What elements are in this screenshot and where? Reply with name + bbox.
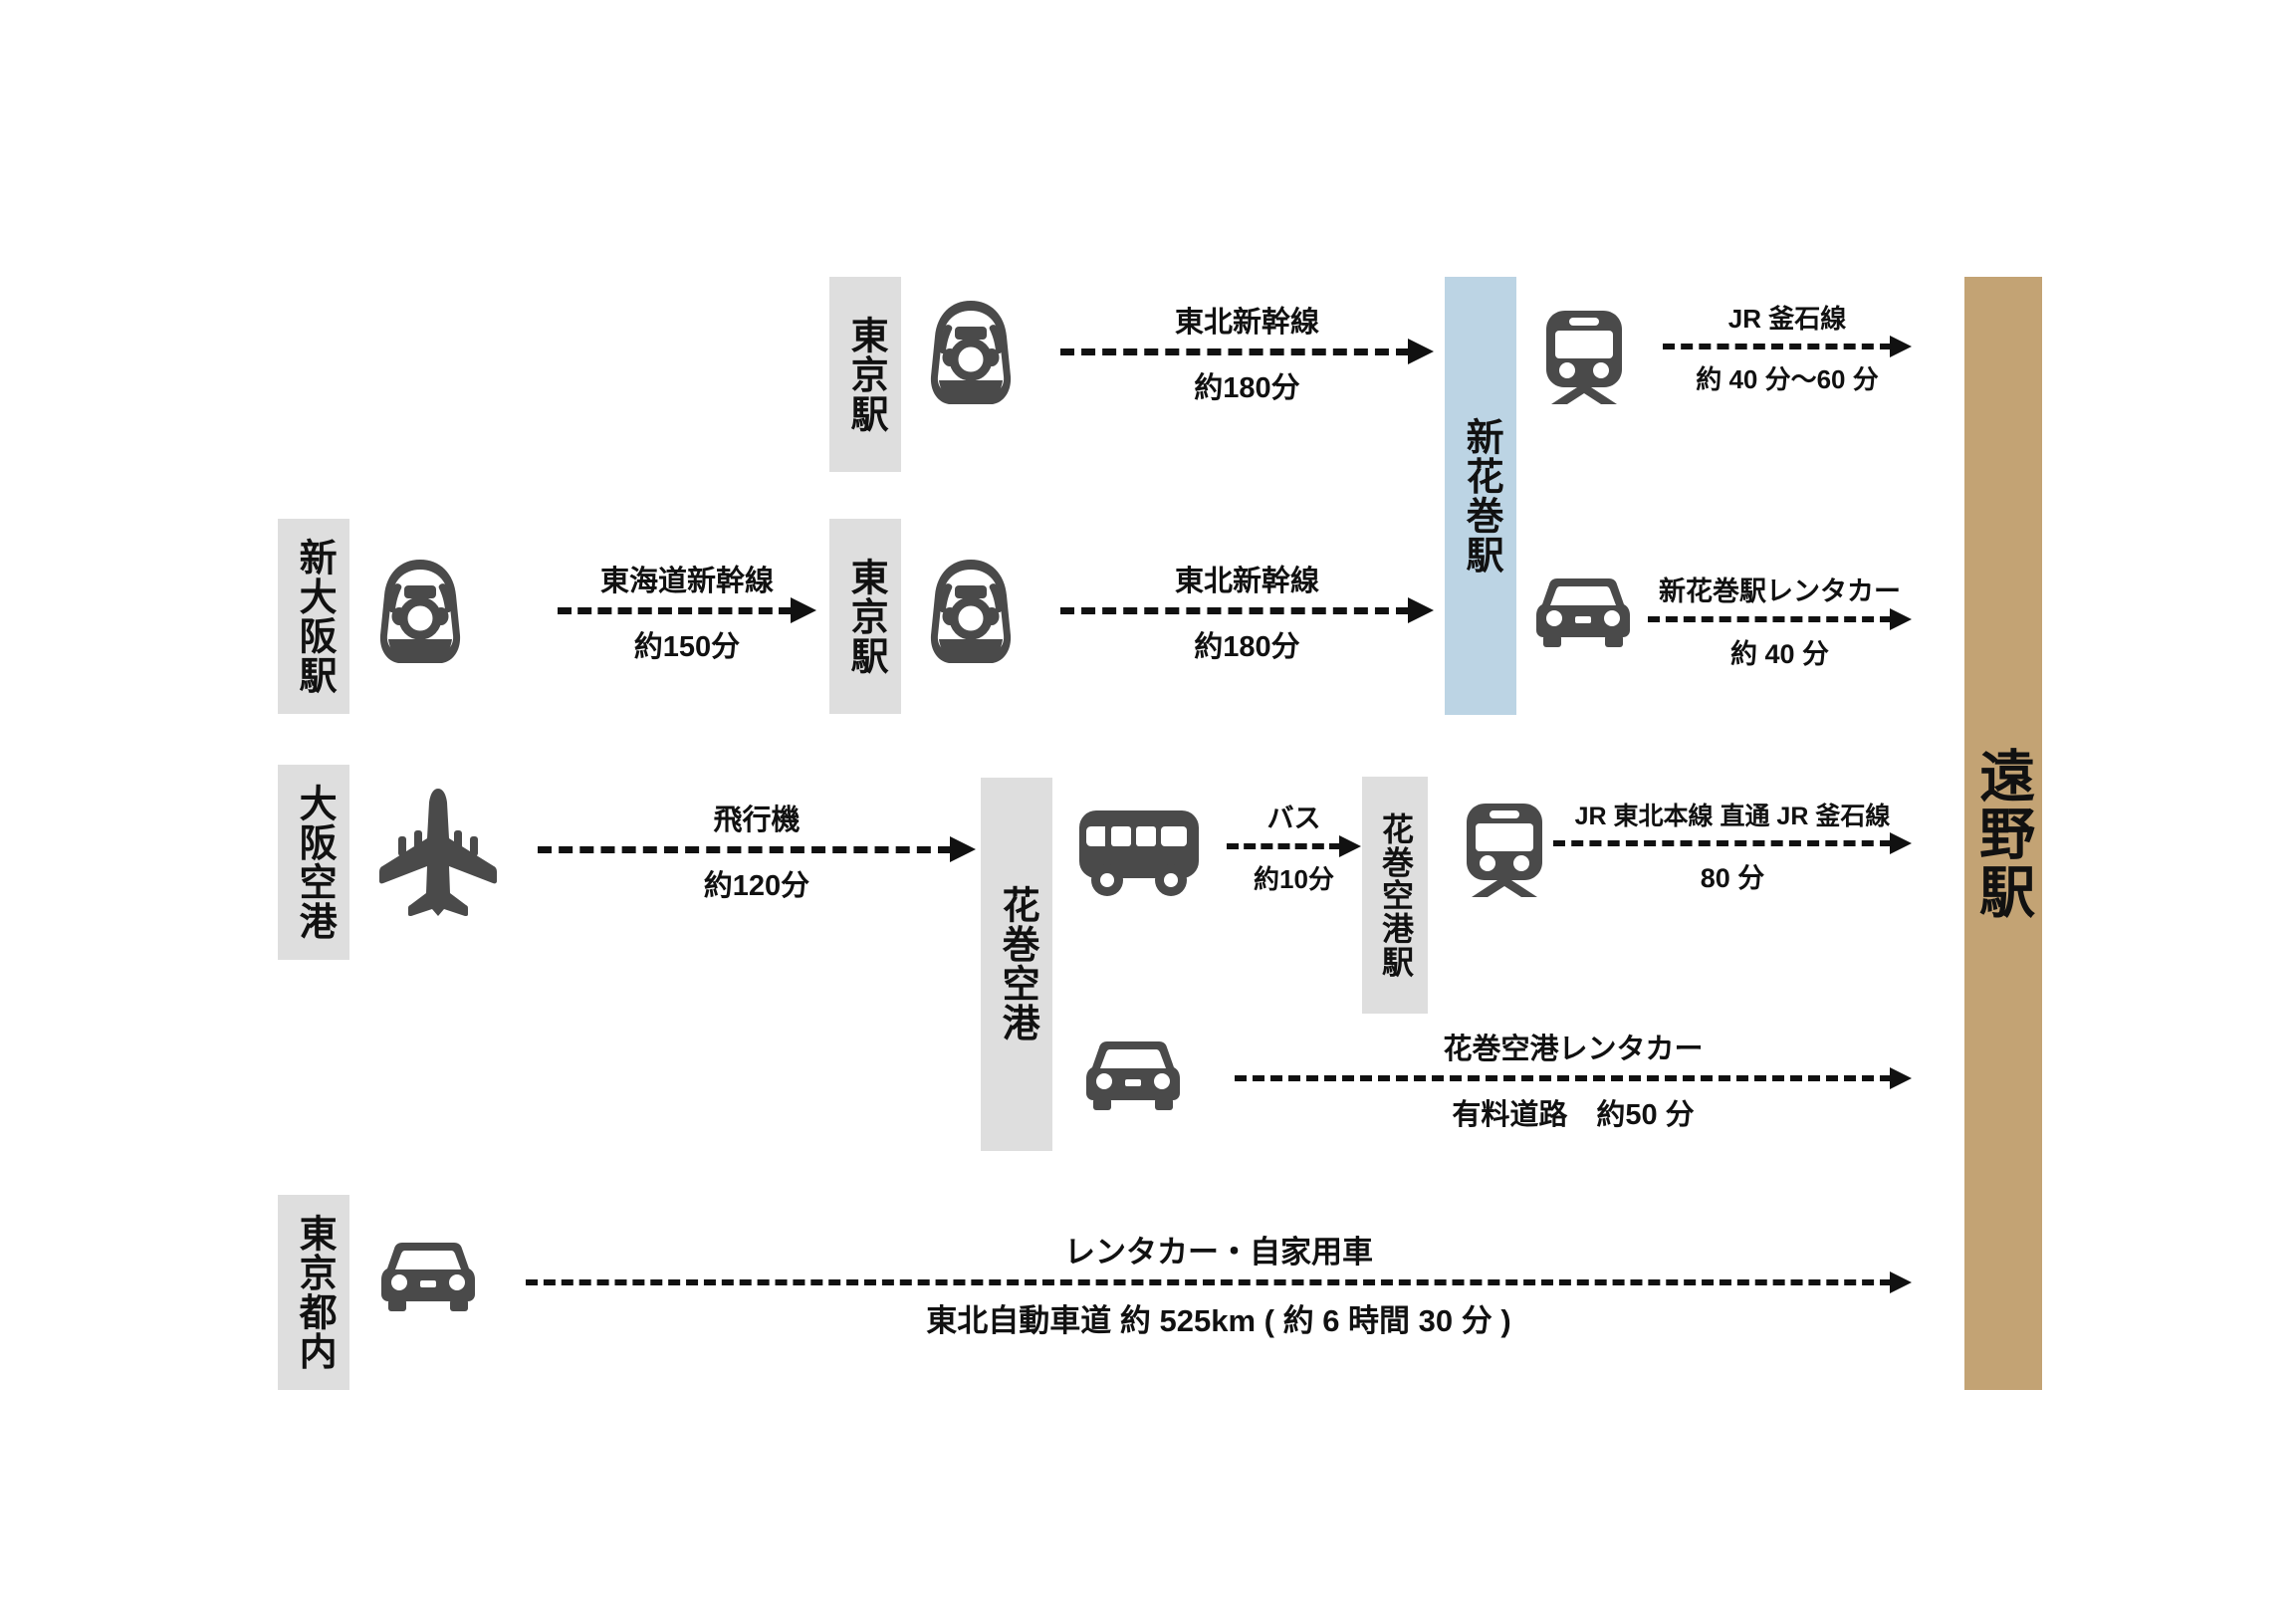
route-duration-label: 有料道路 約50 分 [1452, 1099, 1695, 1131]
route-dashed-line [526, 1279, 1892, 1285]
route-duration-label: 約150分 [633, 631, 741, 663]
route-dashed-line [1648, 616, 1892, 622]
route-duration-label: 約120分 [703, 870, 810, 902]
station-label: 東京駅 [844, 315, 887, 434]
route-dashed-line [558, 606, 793, 614]
route-duration-label: 80 分 [1700, 863, 1765, 893]
station-label: 花巻空港駅 [1377, 811, 1414, 979]
station-label: 東京駅 [844, 557, 887, 676]
route-line-label: バス [1266, 804, 1321, 833]
station-label: 東京都内 [293, 1213, 336, 1372]
train-icon [1462, 802, 1547, 897]
arrow-head-icon [1890, 336, 1912, 357]
route-tokyo-to-shinhanamaki-mid: 東北新幹線 約180分 [1060, 558, 1434, 665]
route-line-label: 東北新幹線 [1174, 307, 1319, 339]
station-label: 大阪空港 [293, 783, 336, 942]
airplane-icon [376, 787, 500, 916]
route-shinhanamaki-rentacar-to-tono: 新花巻駅レンタカー 約 40 分 [1648, 570, 1912, 671]
route-hanamaki-airport-station-to-tono: JR 東北本線 直通 JR 釜石線 80 分 [1553, 797, 1912, 895]
station-label: 新大阪駅 [293, 537, 336, 696]
route-dashed-line [1227, 843, 1341, 849]
arrow-head-icon [1890, 832, 1912, 854]
arrow-head-icon [1890, 608, 1912, 630]
station-label: 花巻空港 [996, 885, 1038, 1043]
route-dashed-line [1553, 840, 1892, 846]
car-icon [1535, 573, 1631, 650]
route-line-label: 東北新幹線 [1174, 566, 1319, 597]
route-duration-label: 東北自動車道 約 525km ( 約 6 時間 30 分 ) [926, 1303, 1511, 1338]
route-dashed-line [1235, 1075, 1892, 1081]
destination-label: 遠野駅 [1971, 746, 2035, 921]
arrow-head-icon [1339, 835, 1361, 857]
route-tokyo-to-shinhanamaki-top: 東北新幹線 約180分 [1060, 299, 1434, 406]
arrow-head-icon [1408, 597, 1434, 623]
station-bar-osaka-airport: 大阪空港 [278, 765, 349, 960]
route-duration-label: 約 40 分 [1729, 639, 1830, 669]
route-duration-label: 約10分 [1254, 864, 1334, 894]
bus-icon [1077, 808, 1201, 900]
shinkansen-icon [921, 556, 1021, 665]
route-osaka-airport-to-hanamaki-airport: 飛行機 約120分 [538, 797, 976, 904]
route-shinosaka-to-tokyo: 東海道新幹線 約150分 [558, 558, 816, 665]
route-duration-label: 約180分 [1194, 372, 1300, 404]
train-icon [1541, 309, 1627, 404]
route-line-label: レンタカー・自家用車 [1064, 1235, 1373, 1269]
shinkansen-icon [370, 556, 470, 665]
route-tokyo-drive-to-tono: レンタカー・自家用車 東北自動車道 約 525km ( 約 6 時間 30 分 … [526, 1227, 1912, 1340]
arrow-head-icon [791, 597, 816, 623]
arrow-head-icon [1890, 1271, 1912, 1293]
route-duration-label: 約 40 分〜60 分 [1696, 364, 1879, 394]
station-bar-tokyo-metropolitan: 東京都内 [278, 1195, 349, 1390]
arrow-head-icon [1408, 339, 1434, 364]
car-icon [1085, 1036, 1181, 1113]
route-dashed-line [1060, 347, 1410, 355]
route-line-label: 飛行機 [713, 805, 801, 836]
shinkansen-icon [921, 297, 1021, 406]
route-line-label: JR 釜石線 [1727, 304, 1847, 334]
station-bar-tokyo-station-mid: 東京駅 [829, 519, 901, 714]
route-dashed-line [1060, 606, 1410, 614]
station-bar-hanamaki-airport-station: 花巻空港駅 [1362, 777, 1428, 1014]
route-line-label: 花巻空港レンタカー [1443, 1034, 1704, 1065]
station-label: 新花巻駅 [1460, 416, 1502, 576]
route-shinhanamaki-to-tono-jr: JR 釜石線 約 40 分〜60 分 [1663, 299, 1912, 396]
station-bar-tokyo-station-top: 東京駅 [829, 277, 901, 472]
route-line-label: 新花巻駅レンタカー [1659, 577, 1901, 606]
route-dashed-line [538, 845, 952, 853]
car-icon [380, 1237, 476, 1314]
route-line-label: JR 東北本線 直通 JR 釜石線 [1574, 803, 1891, 830]
arrow-head-icon [950, 836, 976, 862]
station-bar-hanamaki-airport: 花巻空港 [981, 778, 1052, 1151]
destination-bar-tono-station: 遠野駅 [1964, 277, 2042, 1390]
station-bar-shin-osaka-station: 新大阪駅 [278, 519, 349, 714]
arrow-head-icon [1890, 1067, 1912, 1089]
route-duration-label: 約180分 [1194, 631, 1300, 663]
station-bar-shin-hanamaki-station: 新花巻駅 [1445, 277, 1516, 715]
route-hanamaki-airport-rentacar-to-tono: 花巻空港レンタカー 有料道路 約50 分 [1235, 1026, 1912, 1133]
route-hanamaki-airport-bus: バス 約10分 [1227, 797, 1361, 896]
route-line-label: 東海道新幹線 [599, 566, 774, 597]
route-dashed-line [1663, 344, 1892, 349]
